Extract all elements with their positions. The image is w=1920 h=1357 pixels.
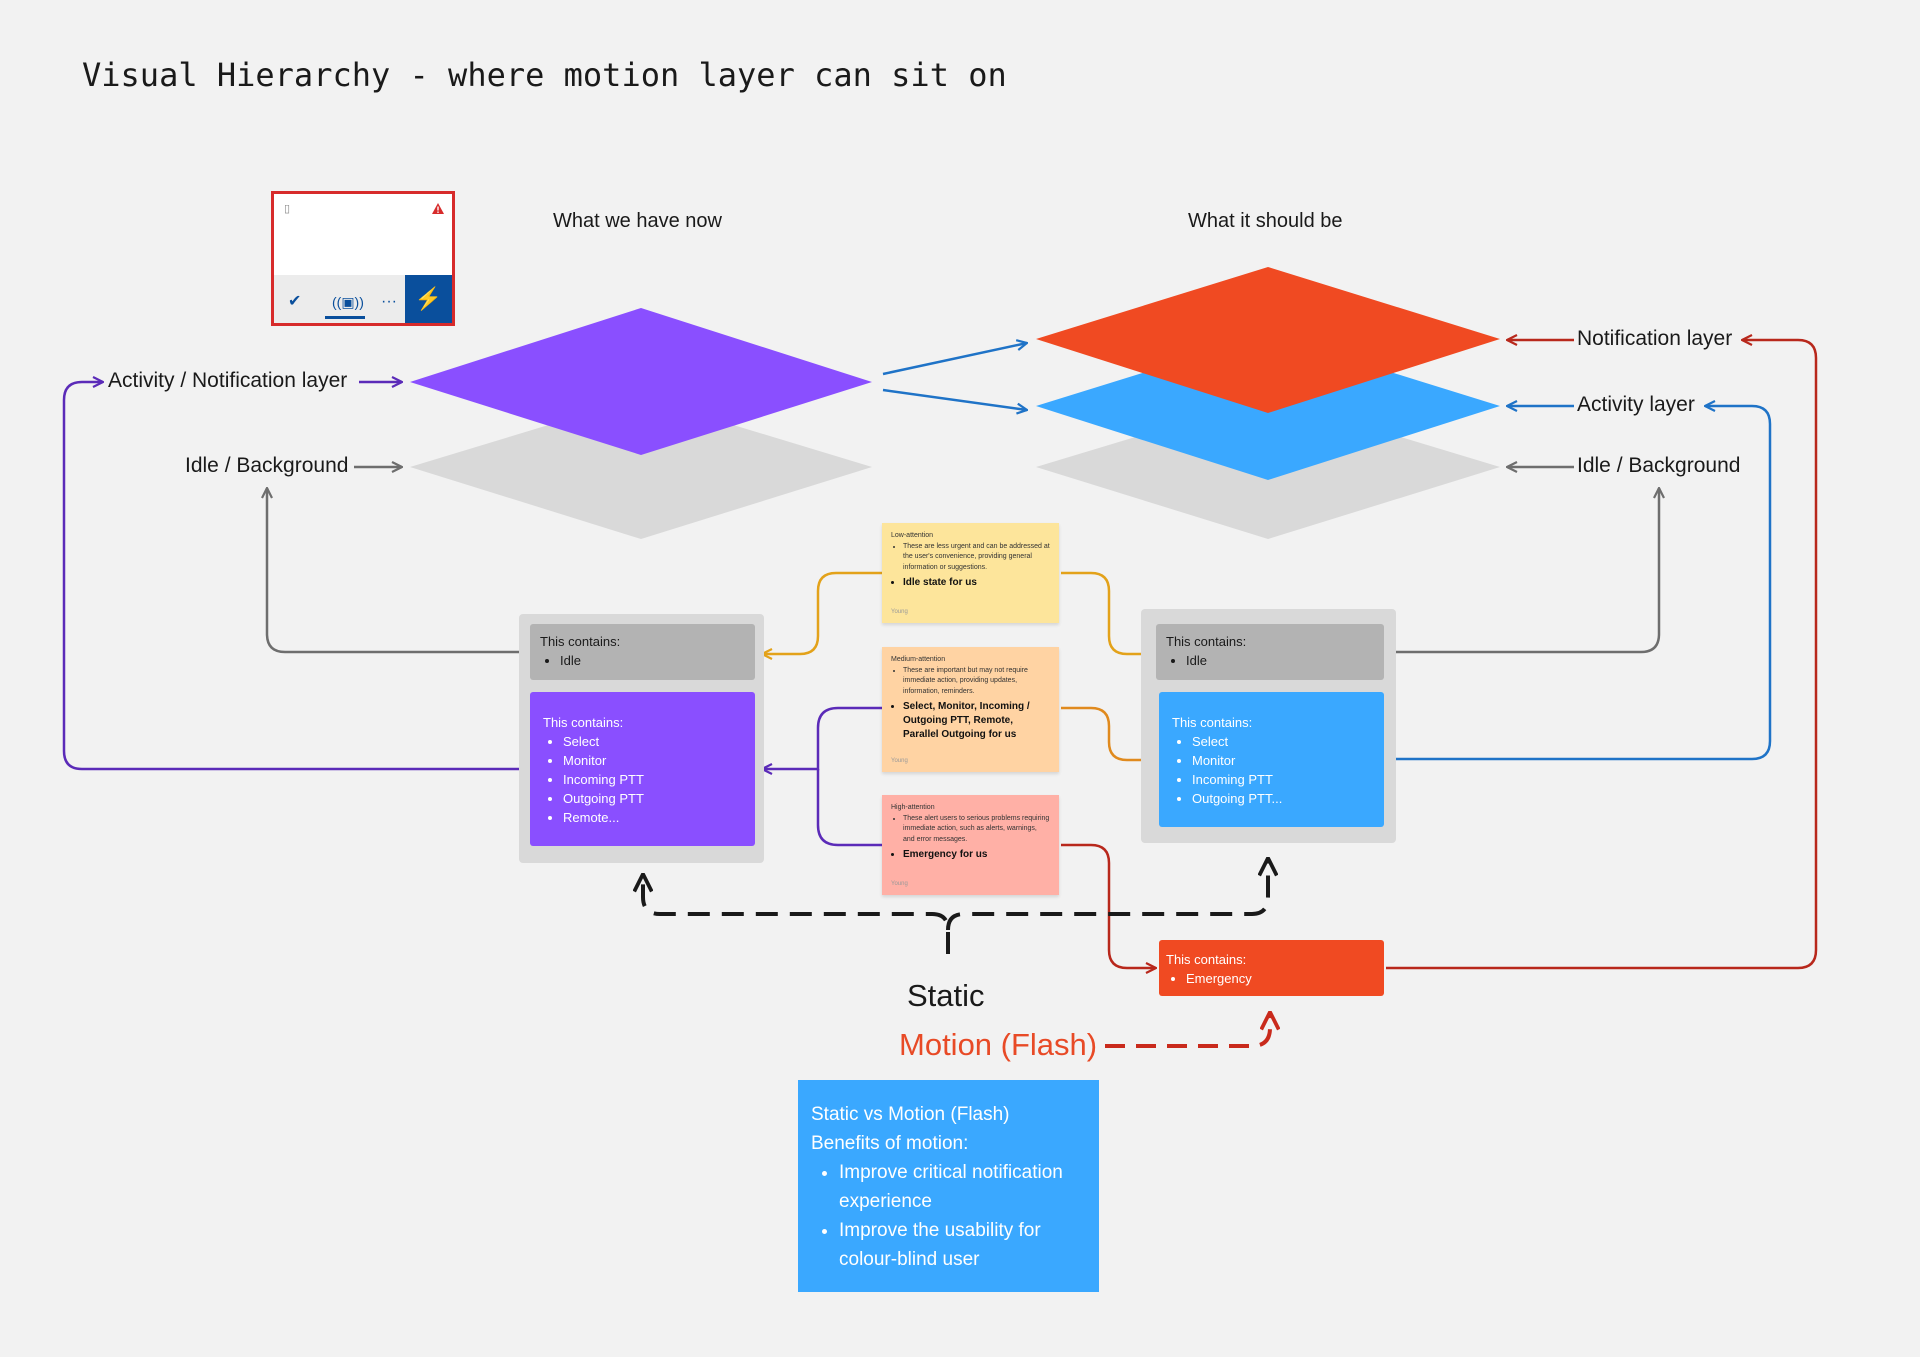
current-idle-box: This contains: Idle <box>530 624 755 680</box>
split-arrow-notification <box>882 343 1027 376</box>
list-item: Idle <box>560 651 745 670</box>
connector-low-right <box>1061 571 1156 654</box>
connector-high-left <box>816 769 882 847</box>
benefits-note: Static vs Motion (Flash) Benefits of mot… <box>798 1080 1099 1292</box>
split-arrow-activity <box>882 388 1027 410</box>
benefit-item: Improve critical notification experience <box>839 1158 1086 1216</box>
current-idle-layer <box>410 397 872 539</box>
label-notification-layer: Notification layer <box>1577 327 1733 350</box>
target-notification-layer <box>1036 267 1500 413</box>
box-heading: This contains: <box>1166 952 1247 967</box>
label-idle-background-right: Idle / Background <box>1577 454 1741 477</box>
motion-arrow <box>1105 1012 1270 1048</box>
connector-low-left <box>762 571 882 654</box>
sticky-mapping: Select, Monitor, Incoming / Outgoing PTT… <box>903 700 1050 742</box>
sticky-description: These alert users to serious problems re… <box>903 814 1050 846</box>
list-item: Select <box>563 732 742 751</box>
alert-icon <box>432 203 444 214</box>
device-screen-preview: ▯ ✔ ((▣)) ··· ⚡ <box>271 191 455 326</box>
current-activity-box: This contains: Select Monitor Incoming P… <box>530 692 755 846</box>
box-heading: This contains: <box>1166 634 1247 649</box>
benefit-item: Improve the usability for colour-blind u… <box>839 1216 1086 1274</box>
loop-idle-left <box>267 488 528 654</box>
connector-medium-left <box>762 706 882 769</box>
box-heading: This contains: <box>540 634 621 649</box>
list-item: Idle <box>1186 651 1374 670</box>
page-title: Visual Hierarchy - where motion layer ca… <box>82 56 1007 94</box>
motion-flash-label: Motion (Flash) <box>899 1027 1098 1062</box>
sticky-author: Young <box>891 880 908 887</box>
benefits-title: Static vs Motion (Flash) <box>811 1104 1010 1125</box>
list-item: Emergency <box>1186 969 1377 988</box>
more-icon[interactable]: ··· <box>381 293 397 310</box>
sticky-medium-attention: Medium-attention These are important but… <box>882 647 1059 772</box>
sticky-mapping: Idle state for us <box>903 576 1050 590</box>
sticky-high-attention: High-attention These alert users to seri… <box>882 795 1059 895</box>
bolt-icon[interactable]: ⚡ <box>405 275 452 323</box>
radio-icon: ▯ <box>284 203 291 215</box>
list-item: Outgoing PTT <box>563 789 742 808</box>
box-heading: This contains: <box>1172 715 1253 730</box>
emergency-box: This contains: Emergency <box>1159 940 1384 996</box>
box-heading: This contains: <box>543 715 624 730</box>
sticky-mapping: Emergency for us <box>903 848 1050 862</box>
check-icon[interactable]: ✔ <box>288 293 302 310</box>
current-activity-layer <box>410 308 872 455</box>
static-arrow-right <box>946 858 1268 931</box>
list-item: Remote... <box>563 808 742 827</box>
sticky-title: High-attention <box>891 804 935 811</box>
benefits-subtitle: Benefits of motion: <box>811 1133 969 1154</box>
list-item: Outgoing PTT... <box>1192 789 1371 808</box>
label-idle-background-left: Idle / Background <box>185 454 349 477</box>
list-item: Monitor <box>563 751 742 770</box>
label-activity-layer: Activity layer <box>1577 393 1695 416</box>
target-idle-box: This contains: Idle <box>1156 624 1384 680</box>
loop-idle-right <box>1386 488 1659 654</box>
sticky-title: Medium-attention <box>891 656 946 663</box>
header-current: What we have now <box>553 210 722 232</box>
active-tab-indicator <box>325 316 365 319</box>
loop-activity-left <box>62 382 528 771</box>
sticky-description: These are less urgent and can be address… <box>903 542 1050 574</box>
sticky-author: Young <box>891 608 908 615</box>
sticky-low-attention: Low-attention These are less urgent and … <box>882 523 1059 623</box>
target-activity-box: This contains: Select Monitor Incoming P… <box>1159 692 1384 827</box>
sticky-description: These are important but may not require … <box>903 666 1050 698</box>
ptt-icon[interactable]: ((▣)) <box>332 294 364 310</box>
list-item: Incoming PTT <box>563 770 742 789</box>
header-target: What it should be <box>1188 210 1343 232</box>
loop-activity-right <box>1386 406 1772 761</box>
list-item: Incoming PTT <box>1192 770 1371 789</box>
label-activity-notification-layer: Activity / Notification layer <box>108 369 348 392</box>
static-label: Static <box>907 978 985 1013</box>
connector-high-right <box>1061 843 1156 968</box>
list-item: Select <box>1192 732 1371 751</box>
sticky-author: Young <box>891 757 908 764</box>
loop-emergency-right <box>1386 340 1818 970</box>
connector-medium-right <box>1061 706 1156 760</box>
static-arrow-left <box>643 874 950 954</box>
sticky-title: Low-attention <box>891 532 934 539</box>
list-item: Monitor <box>1192 751 1371 770</box>
